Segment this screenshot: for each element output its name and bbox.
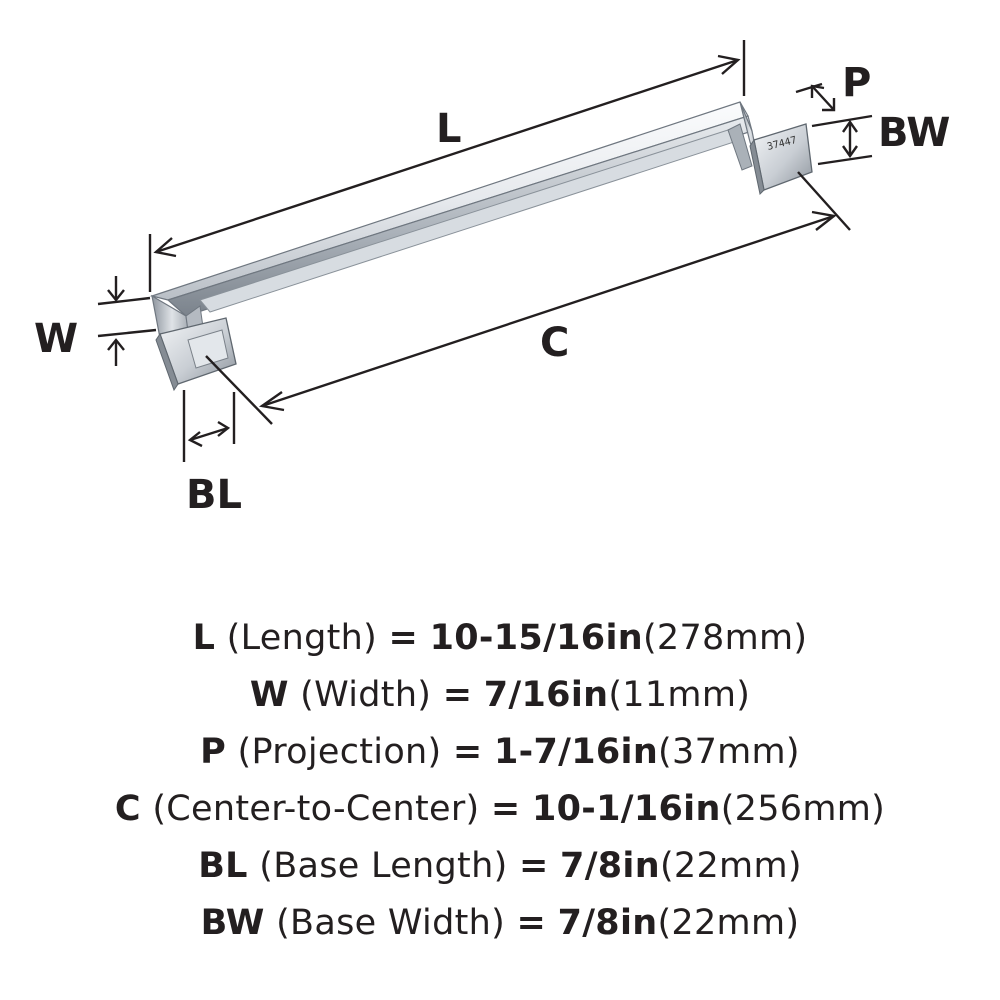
spec-metric: (256mm) [720,789,886,829]
left-base-face [187,329,229,369]
spec-metric: (22mm) [659,846,802,886]
spec-equals: = [388,618,419,658]
spec-abbr: BW [200,903,265,943]
spec-metric: (22mm) [657,903,800,943]
right-base-side [749,138,765,196]
p-extension [795,82,823,94]
spec-equals: = [490,789,521,829]
c-arrow-left [258,391,285,412]
spec-abbr: P [200,732,227,772]
spec-name: (Base Width) [276,903,506,943]
spec-abbr: BL [198,846,248,886]
spec-name: (Projection) [237,732,442,772]
spec-row-center-to-center: C (Center-to-Center) = 10-1/16in(256mm) [0,781,1000,838]
spec-equals: = [518,846,549,886]
c-arrow-right [811,210,837,231]
spec-metric: (11mm) [608,675,751,715]
spec-value: 10-15/16in [429,618,643,658]
spec-row-width: W (Width) = 7/16in(11mm) [0,667,1000,724]
p-arrow-bottom [822,98,836,112]
l-dimension-line [155,58,739,254]
left-base-side [155,332,179,392]
p-dimension-line [811,85,835,111]
right-base [753,123,813,191]
spec-equals: = [442,675,473,715]
label-l: L [436,106,462,152]
spec-name: (Width) [300,675,432,715]
spec-name: (Center-to-Center) [152,789,480,829]
bw-extension-top [811,114,873,128]
spec-value: 7/16in [483,675,609,715]
label-bl: BL [186,472,242,518]
spec-value: 7/8in [557,903,658,943]
spec-equals: = [516,903,547,943]
spec-metric: (37mm) [658,732,800,772]
l-arrow-right [717,54,741,75]
bl-dimension-line [189,426,229,442]
w-arrow-bottom [107,338,125,351]
l-arrow-left [153,237,177,258]
spec-value: 7/8in [560,846,660,886]
label-c: C [540,320,569,366]
spec-abbr: W [249,675,289,715]
spec-row-projection: P (Projection) = 1-7/16in(37mm) [0,724,1000,781]
bl-arrow-left [187,431,203,448]
handle-bar-underside [199,129,735,313]
dimension-lines [97,40,873,462]
spec-abbr: C [114,789,141,829]
dimension-specs: L (Length) = 10-15/16in(278mm) W (Width)… [0,610,1000,952]
w-extension-top [97,296,151,306]
spec-value: 1-7/16in [494,732,659,772]
spec-equals: = [452,732,483,772]
w-arrow-top [107,289,125,302]
spec-value: 10-1/16in [531,789,721,829]
handle-right-post-inner [727,123,753,171]
spec-row-base-width: BW (Base Width) = 7/8in(22mm) [0,895,1000,952]
label-bw: BW [878,110,950,156]
spec-name: (Length) [226,618,378,658]
spec-row-base-length: BL (Base Length) = 7/8in(22mm) [0,838,1000,895]
spec-row-length: L (Length) = 10-15/16in(278mm) [0,610,1000,667]
spec-name: (Base Length) [259,846,508,886]
spec-metric: (278mm) [642,618,808,658]
c-dimension-line [261,214,835,408]
label-w: W [34,316,78,362]
bw-arrow-top [842,119,858,133]
bl-arrow-right [217,420,231,437]
w-extension-bottom [97,328,157,338]
bw-arrow-bottom [842,145,858,159]
handle-dimension-diagram: 37447 [34,40,950,518]
c-extension-left [205,355,273,425]
cabinet-pull-handle: 37447 [149,101,813,392]
bw-extension-bottom [817,154,873,166]
spec-abbr: L [192,618,216,658]
c-extension-right [797,171,851,231]
p-arrow-top [810,84,825,98]
label-p: P [842,60,871,106]
